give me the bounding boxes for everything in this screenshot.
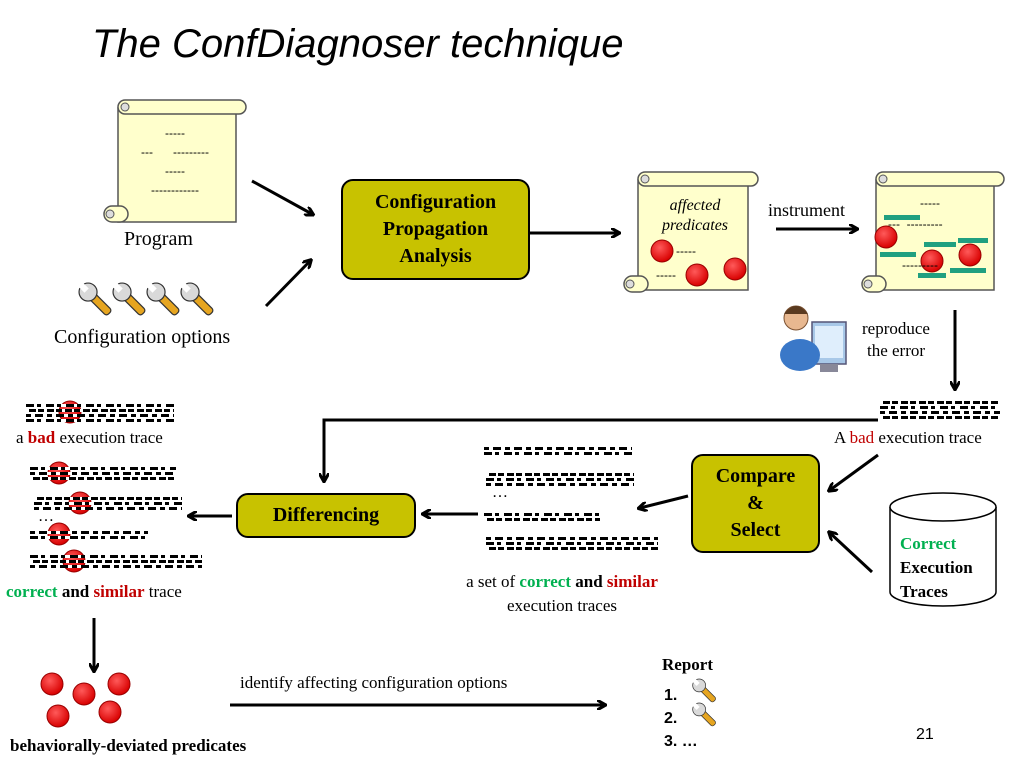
page-number: 21 (916, 726, 934, 743)
correct-traces-label: Correct Execution Traces (900, 534, 973, 601)
instrumented-dash: ----- (920, 196, 940, 210)
affected-dash: ----- (656, 268, 676, 282)
affected-dash: ----- (676, 244, 696, 258)
instrumented-dash: --- --------- (888, 217, 943, 231)
instrument-label: instrument (768, 200, 845, 220)
predicate-dot (650, 239, 674, 263)
wrench-icon-group (78, 282, 214, 316)
program-label: Program (124, 228, 193, 250)
arrow-bad-trace-to-differencing (324, 418, 878, 480)
correct-traces-database-icon (889, 492, 997, 607)
arrow-options-to-analysis (264, 261, 310, 308)
behaviorally-deviated-predicates-label: behaviorally-deviated predicates (10, 736, 247, 755)
report-list: 1. 2. 3. … (664, 684, 698, 753)
predicate-bar (884, 215, 920, 220)
similar-trace-ellipsis: … (38, 508, 54, 525)
flow-arrows (94, 179, 955, 705)
report-item: 1. (664, 687, 678, 704)
arrow-compare-to-set (640, 494, 689, 508)
page-title: The ConfDiagnoser technique (92, 22, 624, 66)
bad-execution-trace-left (26, 402, 174, 424)
similar-trace (30, 530, 148, 540)
bad-trace-left-label: a bad execution trace (16, 428, 163, 447)
report-item: 3. … (664, 733, 698, 750)
program-scroll-icon (103, 99, 247, 223)
report-wrench-icon (692, 678, 716, 727)
candidate-trace (484, 446, 632, 458)
predicate-bar (918, 273, 946, 278)
trace-set-label: a set of correct and similar execution t… (466, 572, 658, 615)
program-code: ----- --- --------- ----- ------------ (141, 126, 209, 197)
configuration-propagation-analysis-box: Configuration Propagation Analysis (341, 179, 530, 280)
candidate-trace (486, 472, 634, 486)
candidate-trace (484, 512, 600, 522)
predicate-bar (950, 268, 986, 273)
similar-trace-label: correct and similar trace (6, 582, 182, 601)
bad-trace-right-label: A bad execution trace (834, 428, 982, 447)
predicate-dot (685, 263, 709, 287)
predicate-bar (958, 238, 988, 243)
differencing-box: Differencing (236, 493, 416, 538)
similar-trace (30, 554, 202, 568)
predicate-bar (924, 242, 956, 247)
bad-execution-trace-right (880, 400, 1000, 420)
instrumented-program-scroll-icon (861, 171, 1005, 293)
user-computer-icon (780, 305, 847, 372)
deviated-predicate-dots (40, 672, 131, 728)
trace-set-ellipsis: … (492, 484, 508, 501)
report-item: 2. (664, 710, 678, 727)
report-title: Report (662, 655, 713, 674)
affected-predicates-scroll-icon (623, 171, 759, 293)
predicate-dot (874, 225, 898, 249)
predicate-dot (723, 257, 747, 281)
similar-trace (34, 496, 182, 510)
compare-select-box: Compare & Select (691, 454, 820, 553)
predicate-dot (920, 249, 944, 273)
instrumented-dash: --------- (902, 258, 938, 272)
arrow-program-to-analysis (251, 179, 312, 214)
reproduce-error-label: reproduce the error (862, 319, 930, 360)
affected-predicates-text: affected predicates (661, 197, 729, 234)
arrow-bad-trace-to-compare (830, 453, 879, 490)
identify-options-label: identify affecting configuration options (240, 673, 508, 692)
configuration-options-label: Configuration options (54, 326, 231, 348)
candidate-trace (486, 536, 658, 550)
arrow-db-to-compare (830, 533, 874, 574)
trace-dot (47, 522, 71, 546)
predicate-bar (880, 252, 916, 257)
predicate-dot (958, 243, 982, 267)
similar-trace (30, 466, 176, 480)
